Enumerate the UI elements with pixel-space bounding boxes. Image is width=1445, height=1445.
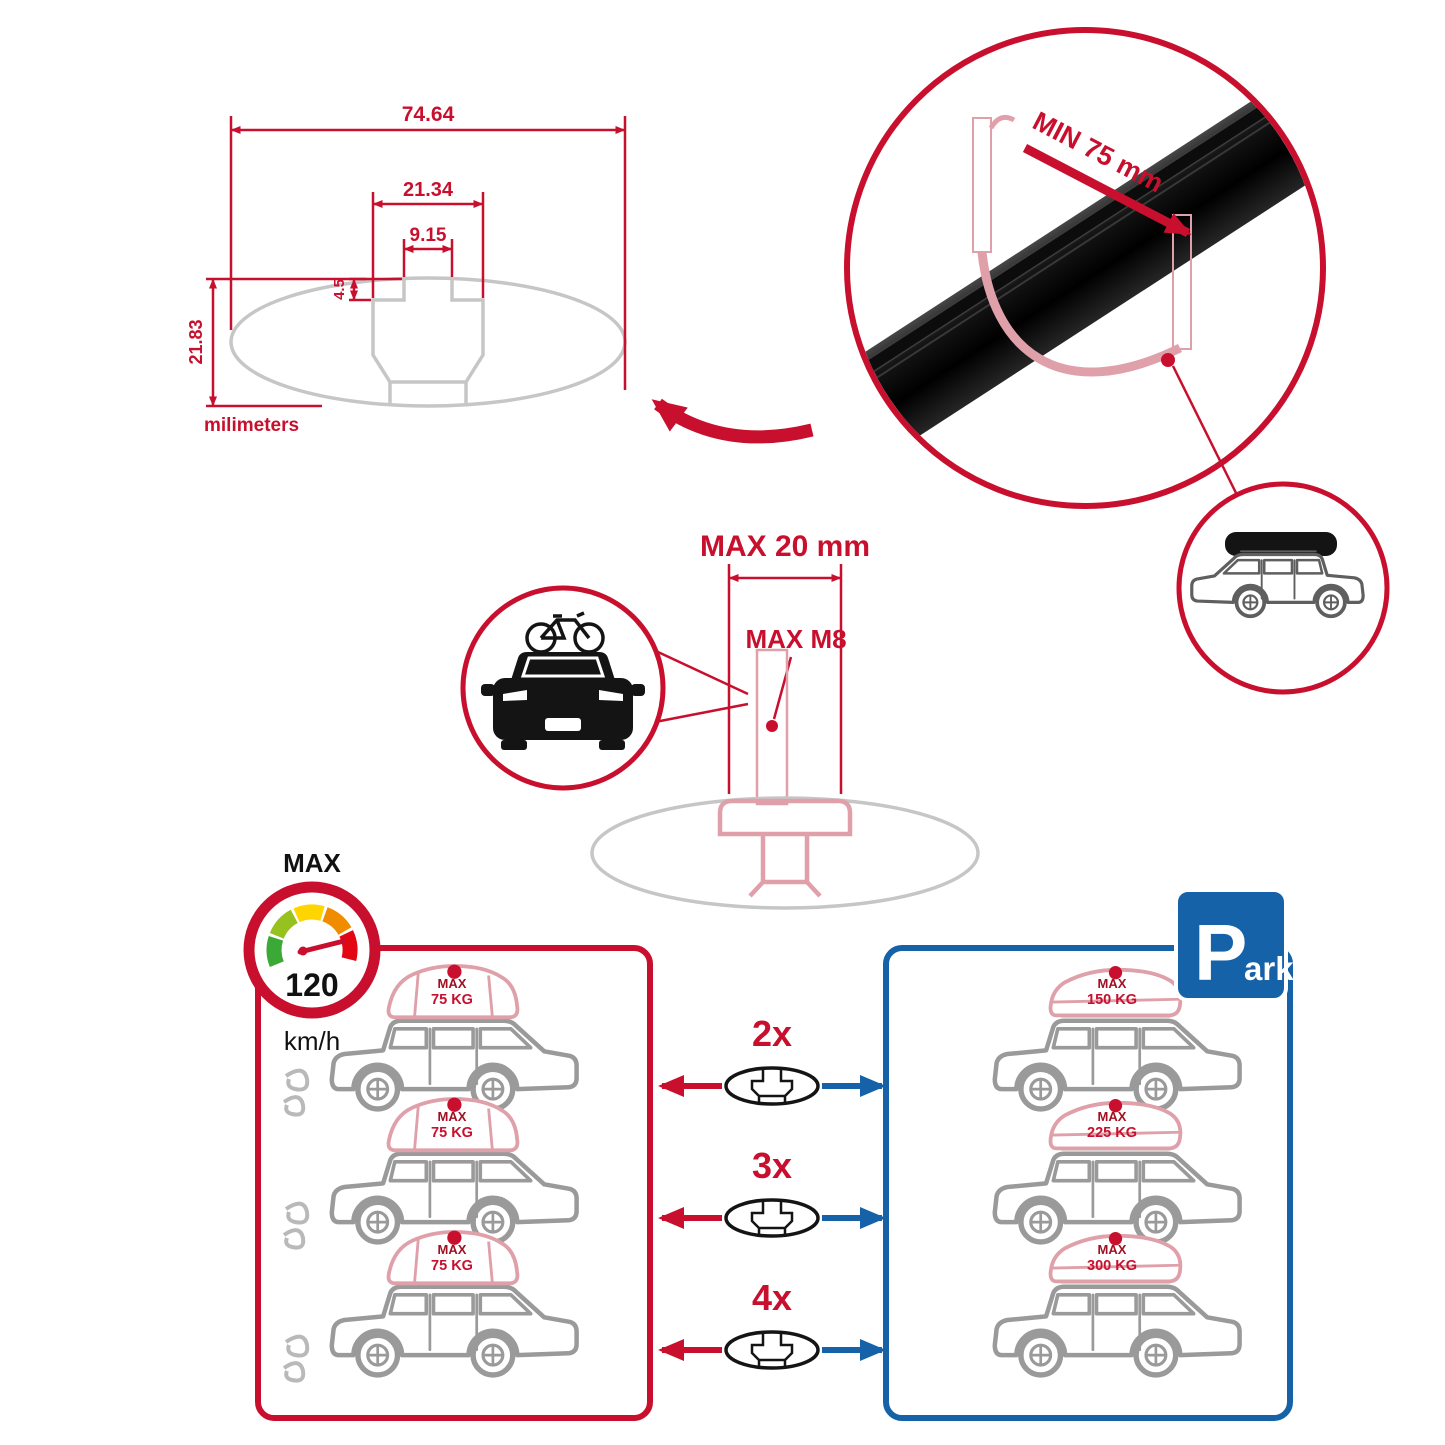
roof-cargo-box-icon xyxy=(1225,532,1337,556)
units-label: milimeters xyxy=(204,415,299,436)
bike-circle-leader-lines xyxy=(654,650,749,724)
crossbar-profile-icon xyxy=(724,1330,820,1370)
crossbar-profile-icon xyxy=(724,1066,820,1106)
headlights xyxy=(503,690,623,701)
dim-slot-depth-label: 4.5 xyxy=(331,279,348,300)
single-bar-panel xyxy=(255,945,653,1421)
threaded-bolt xyxy=(755,648,789,806)
speed-value: 120 xyxy=(285,967,338,1003)
park-sign-letter: P xyxy=(1194,908,1247,997)
dim-slot-outer-label: 21.34 xyxy=(403,179,454,201)
zoom-arrow xyxy=(651,398,814,444)
min-span-arrow xyxy=(1022,144,1192,237)
dim-slot-inner-label: 9.15 xyxy=(410,225,447,246)
park-sign-suffix: ark xyxy=(1244,950,1294,987)
callout-dot xyxy=(1161,353,1175,367)
parked-car-row-3: MAX 300 KG xyxy=(995,1230,1240,1375)
box-weight-label: 225 KG xyxy=(1087,1125,1137,1141)
max-length-label: MAX 20 mm xyxy=(700,530,870,563)
parked-car-row-2: MAX 225 KG xyxy=(995,1097,1240,1242)
callout-line xyxy=(1171,365,1240,498)
bag-weight-label: 75 KG xyxy=(431,1125,473,1141)
clamp-band xyxy=(977,251,1182,377)
speed-units: km/h xyxy=(284,1026,340,1056)
box-max-label: MAX xyxy=(1098,1109,1127,1124)
multiplier-label-3: 4x xyxy=(752,1277,792,1318)
park-sign: P ark xyxy=(1174,888,1294,1002)
dim-total-width-label: 74.64 xyxy=(402,103,455,126)
crossbar-profile-icon xyxy=(724,1198,820,1238)
box-weight-label: 150 KG xyxy=(1087,992,1137,1008)
speed-max-label: MAX xyxy=(283,848,341,878)
t-nut-plate xyxy=(717,798,853,837)
multiplier-label-2: 3x xyxy=(752,1145,792,1186)
multiplier-column: 2x 3x 4x xyxy=(658,1013,886,1370)
crossbar-profile-outline xyxy=(229,276,627,408)
bolt-callout-dot xyxy=(766,720,778,732)
license-plate xyxy=(545,718,581,731)
bag-weight-label: 75 KG xyxy=(431,1258,473,1274)
bike-car-circle xyxy=(460,585,666,791)
multiplier-label-1: 2x xyxy=(752,1013,792,1054)
windshield xyxy=(520,656,606,678)
dimension-diagram: 74.64 21.34 9.15 4.5 21.83 milimeters xyxy=(186,103,814,444)
crossbar-detail-circle: MIN 75 mm xyxy=(844,27,1326,509)
bag-max-label: MAX xyxy=(438,1109,467,1124)
profile-outline-2 xyxy=(590,796,980,910)
box-max-label: MAX xyxy=(1098,976,1127,991)
bag-weight-label: 75 KG xyxy=(431,992,473,1008)
loaded-car-row-1: MAX 75 KG xyxy=(282,962,577,1117)
loaded-car-row-3: MAX 75 KG xyxy=(282,1228,577,1383)
box-max-label: MAX xyxy=(1098,1242,1127,1257)
suv-roofbox-circle xyxy=(1176,481,1390,695)
t-slot-profile xyxy=(371,279,485,404)
dim-total-height-label: 21.83 xyxy=(186,319,206,364)
bag-max-label: MAX xyxy=(438,976,467,991)
box-weight-label: 300 KG xyxy=(1087,1258,1137,1274)
bag-max-label: MAX xyxy=(438,1242,467,1257)
t-nut-stem xyxy=(748,834,822,898)
clamp-hook-top xyxy=(988,114,1016,130)
loaded-car-row-2: MAX 75 KG xyxy=(282,1095,577,1250)
bolt-spec-diagram: MAX 20 mm MAX M8 xyxy=(590,530,980,910)
parked-car-row-1: MAX 150 KG xyxy=(995,964,1240,1109)
speed-limit-gauge: MAX 120 km/h xyxy=(243,848,381,1056)
